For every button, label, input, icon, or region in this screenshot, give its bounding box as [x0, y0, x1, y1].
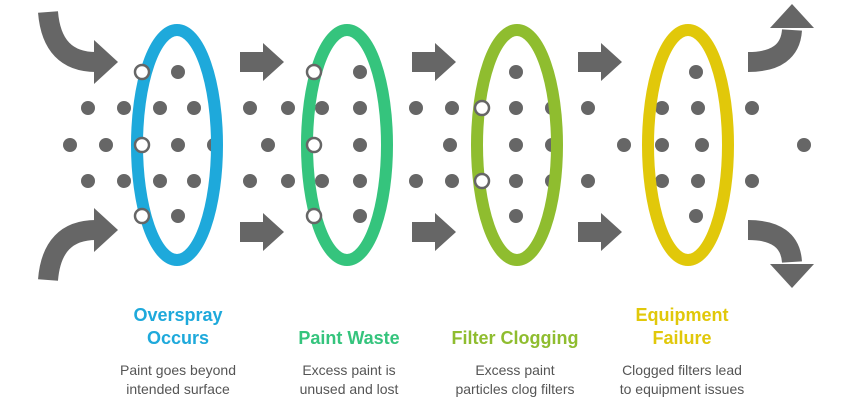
particle-dot-icon	[797, 138, 811, 152]
particle-dot-icon	[353, 65, 367, 79]
stage-4-description-line-1: Clogged filters lead	[622, 362, 742, 378]
particle-dot-icon	[509, 101, 523, 115]
particle-dot-icon-caught	[133, 63, 151, 81]
particle-dot-icon	[581, 174, 595, 188]
particle-dot-icon	[695, 138, 709, 152]
stage-1-title: Overspray Occurs	[93, 304, 263, 350]
particle-dot-icon	[171, 138, 185, 152]
filter-ring-icon-3	[471, 24, 563, 266]
arrow-right-icon	[240, 213, 284, 251]
particle-dot-icon	[409, 101, 423, 115]
particle-dot-icon	[281, 174, 295, 188]
stage-1-title-line-2: Occurs	[146, 328, 210, 348]
stage-2-description-line-2: unused and lost	[299, 381, 399, 397]
curved-arrow-down-right-icon	[38, 10, 97, 72]
particle-dot-icon	[509, 138, 523, 152]
arrow-right-icon	[578, 43, 622, 81]
curved-arrow-down-icon	[747, 220, 802, 264]
particle-dot-icon	[509, 65, 523, 79]
particle-dot-icon	[153, 174, 167, 188]
stage-3-description-line-2: particles clog filters	[455, 381, 575, 397]
stage-3-description-line-1: Excess paint	[475, 362, 555, 378]
particle-dot-icon	[315, 174, 329, 188]
particle-dot-icon-caught	[305, 63, 323, 81]
stage-3-description: Excess paint particles clog filters	[430, 361, 600, 399]
stage-2-title: Paint Waste	[264, 327, 434, 350]
particle-dot-icon	[655, 101, 669, 115]
particle-dot-icon-caught	[305, 136, 323, 154]
particle-dot-icon	[153, 101, 167, 115]
particle-dot-icon	[353, 138, 367, 152]
particle-dot-icon-caught	[133, 136, 151, 154]
particle-dot-icon-caught	[473, 172, 491, 190]
curved-arrow-up-right-icon-head	[94, 208, 118, 252]
stage-2-description: Excess paint is unused and lost	[264, 361, 434, 399]
arrow-right-icon	[578, 213, 622, 251]
particle-dot-icon	[655, 174, 669, 188]
particle-dot-icon	[689, 209, 703, 223]
particle-dot-icon	[581, 101, 595, 115]
stage-1-description: Paint goes beyond intended surface	[93, 361, 263, 399]
particle-dot-icon	[445, 101, 459, 115]
particle-dot-icon	[509, 209, 523, 223]
particle-dot-icon	[445, 174, 459, 188]
particle-dot-icon	[691, 101, 705, 115]
particle-dot-icon	[745, 101, 759, 115]
stage-4-title: Equipment Failure	[597, 304, 767, 350]
arrow-right-icon	[412, 213, 456, 251]
arrow-right-icon	[412, 43, 456, 81]
particle-dot-icon-caught	[133, 207, 151, 225]
particle-dot-icon	[243, 174, 257, 188]
stage-3-title: Filter Clogging	[430, 327, 600, 350]
particle-dot-icon	[617, 138, 631, 152]
particle-dot-icon	[281, 101, 295, 115]
particle-dot-icon	[187, 101, 201, 115]
particle-dots	[63, 65, 811, 223]
particle-dot-icon	[243, 101, 257, 115]
particle-dot-icon-caught	[473, 99, 491, 117]
particle-dot-icon	[443, 138, 457, 152]
curved-arrow-up-right-icon	[38, 220, 97, 282]
filter-rings	[131, 24, 734, 266]
stage-1-title-line-1: Overspray	[133, 305, 223, 325]
particle-dot-icon	[63, 138, 77, 152]
particle-dot-icon	[353, 174, 367, 188]
particle-dot-icon	[745, 174, 759, 188]
particle-dot-icon	[353, 209, 367, 223]
curved-arrow-up-icon-head	[770, 4, 814, 28]
curved-arrow-down-right-icon-head	[94, 40, 118, 84]
stage-2-title-line-1: Paint Waste	[298, 328, 400, 348]
flow-arrows	[38, 4, 814, 288]
stage-4-description: Clogged filters lead to equipment issues	[597, 361, 767, 399]
arrow-right-icon	[240, 43, 284, 81]
particle-dot-icon	[171, 65, 185, 79]
stage-4-description-line-2: to equipment issues	[619, 381, 745, 397]
particle-dot-icon	[409, 174, 423, 188]
particle-dot-icon	[99, 138, 113, 152]
particle-dot-icon	[655, 138, 669, 152]
particle-dot-icon	[171, 209, 185, 223]
particle-dot-icon	[81, 101, 95, 115]
stage-1-description-line-2: intended surface	[126, 381, 230, 397]
particle-dot-icon	[509, 174, 523, 188]
particle-dot-icon	[261, 138, 275, 152]
particle-dot-icon	[691, 174, 705, 188]
particle-dot-icon	[315, 101, 329, 115]
particle-dot-icon	[117, 174, 131, 188]
stage-4-title-line-2: Failure	[652, 328, 712, 348]
particle-dot-icon	[353, 101, 367, 115]
particle-dot-icon	[689, 65, 703, 79]
particle-dot-icon-caught	[305, 207, 323, 225]
curved-arrow-down-icon-head	[770, 264, 814, 288]
filter-ring-icon-4	[642, 24, 734, 266]
particle-dot-icon	[81, 174, 95, 188]
stage-3-title-line-1: Filter Clogging	[451, 328, 579, 348]
curved-arrow-up-icon	[747, 28, 802, 72]
particle-dot-icon	[187, 174, 201, 188]
stage-4-title-line-1: Equipment	[635, 305, 729, 325]
stage-2-description-line-1: Excess paint is	[302, 362, 396, 378]
stage-1-description-line-1: Paint goes beyond	[120, 362, 236, 378]
particle-dot-icon	[117, 101, 131, 115]
